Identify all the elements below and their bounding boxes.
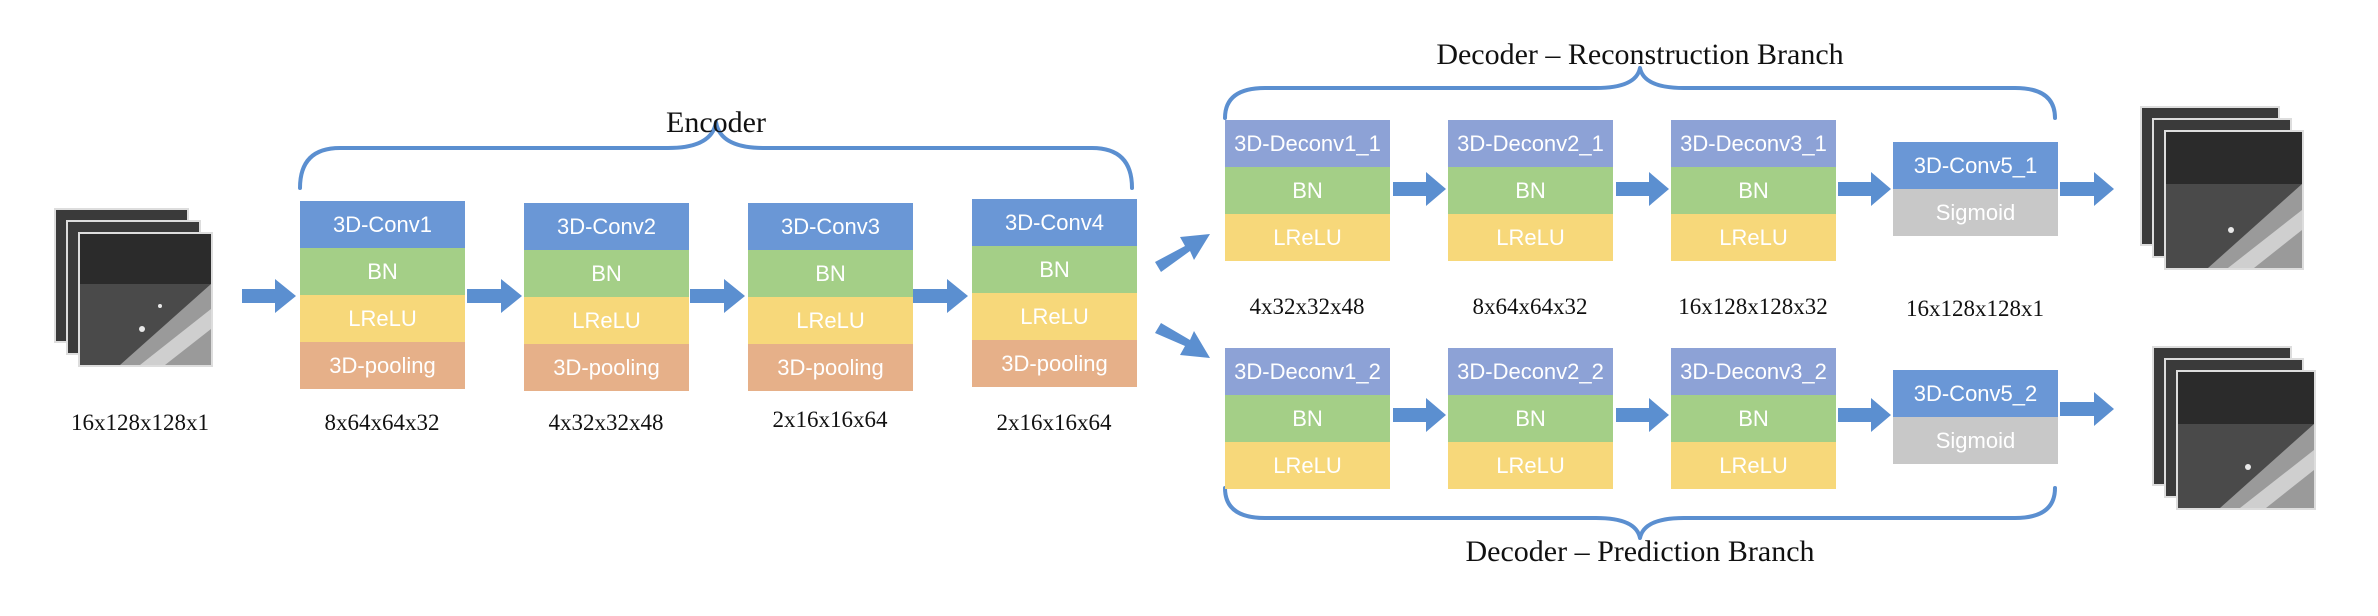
reconstruction-block-2-deconv: 3D-Deconv2_1 bbox=[1448, 120, 1613, 167]
arrow-conv5-2-to-output bbox=[2060, 392, 2114, 426]
prediction-block-1: 3D-Deconv1_2 BN LReLU bbox=[1225, 348, 1390, 489]
encoder-title: Encoder bbox=[666, 106, 766, 139]
reconstruction-block-1: 3D-Deconv1_1 BN LReLU bbox=[1225, 120, 1390, 261]
prediction-block-1-bn: BN bbox=[1225, 395, 1390, 442]
reconstruction-block-2-lrelu: LReLU bbox=[1448, 214, 1613, 261]
input-scene-image bbox=[80, 234, 211, 365]
prediction-block-2: 3D-Deconv2_2 BN LReLU bbox=[1448, 348, 1613, 489]
reconstruction-block-3-lrelu: LReLU bbox=[1671, 214, 1836, 261]
arrow-deconv1-2-to-deconv2-2 bbox=[1393, 398, 1446, 432]
encoder-brace bbox=[298, 120, 1134, 190]
reconstruction-block-2-bn: BN bbox=[1448, 167, 1613, 214]
reconstruction-scene-image bbox=[2166, 132, 2302, 268]
prediction-brace bbox=[1223, 486, 2057, 540]
encoder-block-1-lrelu: LReLU bbox=[300, 295, 465, 342]
prediction-title: Decoder – Prediction Branch bbox=[1465, 535, 1815, 568]
input-frame-front bbox=[78, 232, 213, 367]
encoder-block-1-conv: 3D-Conv1 bbox=[300, 201, 465, 248]
encoder-block-4: 3D-Conv4 BN LReLU 3D-pooling bbox=[972, 199, 1137, 387]
encoder-block-3-bn: BN bbox=[748, 250, 913, 297]
prediction-output-stack bbox=[2152, 346, 2327, 521]
arrow-conv3-to-conv4 bbox=[913, 279, 968, 313]
reconstruction-block-3-bn: BN bbox=[1671, 167, 1836, 214]
prediction-block-3-lrelu: LReLU bbox=[1671, 442, 1836, 489]
reconstruction-block-4-dims: 16x128x128x1 bbox=[1906, 296, 2044, 321]
encoder-block-3-pooling: 3D-pooling bbox=[748, 344, 913, 391]
reconstruction-block-3: 3D-Deconv3_1 BN LReLU bbox=[1671, 120, 1836, 261]
arrow-input-to-conv1 bbox=[242, 279, 296, 313]
arrow-split-to-prediction bbox=[1155, 323, 1210, 358]
encoder-block-1: 3D-Conv1 BN LReLU 3D-pooling bbox=[300, 201, 465, 389]
arrow-deconv3-2-to-conv5-2 bbox=[1838, 398, 1891, 432]
encoder-block-3: 3D-Conv3 BN LReLU 3D-pooling bbox=[748, 203, 913, 391]
encoder-block-2: 3D-Conv2 BN LReLU 3D-pooling bbox=[524, 203, 689, 391]
reconstruction-block-3-deconv: 3D-Deconv3_1 bbox=[1671, 120, 1836, 167]
reconstruction-title: Decoder – Reconstruction Branch bbox=[1436, 38, 1844, 71]
prediction-block-2-bn: BN bbox=[1448, 395, 1613, 442]
reconstruction-output-front bbox=[2164, 130, 2304, 270]
encoder-block-3-conv: 3D-Conv3 bbox=[748, 203, 913, 250]
encoder-block-4-dims: 2x16x16x64 bbox=[996, 410, 1112, 435]
arrow-conv5-1-to-output bbox=[2060, 172, 2114, 206]
encoder-block-4-pooling: 3D-pooling bbox=[972, 340, 1137, 387]
prediction-block-4: 3D-Conv5_2 Sigmoid bbox=[1893, 370, 2058, 464]
arrow-conv1-to-conv2 bbox=[467, 279, 522, 313]
prediction-block-2-deconv: 3D-Deconv2_2 bbox=[1448, 348, 1613, 395]
encoder-block-4-bn: BN bbox=[972, 246, 1137, 293]
prediction-scene-image bbox=[2178, 372, 2314, 508]
encoder-block-3-dims: 2x16x16x64 bbox=[772, 407, 888, 432]
encoder-block-1-pooling: 3D-pooling bbox=[300, 342, 465, 389]
reconstruction-block-1-lrelu: LReLU bbox=[1225, 214, 1390, 261]
arrow-deconv2-2-to-deconv3-2 bbox=[1616, 398, 1669, 432]
reconstruction-block-2-dims: 8x64x64x32 bbox=[1472, 294, 1588, 319]
arrow-deconv3-1-to-conv5-1 bbox=[1838, 172, 1891, 206]
reconstruction-output-stack bbox=[2140, 106, 2315, 281]
arrow-deconv2-1-to-deconv3-1 bbox=[1616, 172, 1669, 206]
encoder-block-2-bn: BN bbox=[524, 250, 689, 297]
prediction-block-1-deconv: 3D-Deconv1_2 bbox=[1225, 348, 1390, 395]
prediction-block-3-bn: BN bbox=[1671, 395, 1836, 442]
encoder-block-2-lrelu: LReLU bbox=[524, 297, 689, 344]
input-dims: 16x128x128x1 bbox=[71, 410, 209, 435]
encoder-block-3-lrelu: LReLU bbox=[748, 297, 913, 344]
reconstruction-brace bbox=[1223, 66, 2057, 120]
arrow-deconv1-1-to-deconv2-1 bbox=[1393, 172, 1446, 206]
reconstruction-block-4-conv: 3D-Conv5_1 bbox=[1893, 142, 2058, 189]
reconstruction-block-1-bn: BN bbox=[1225, 167, 1390, 214]
prediction-block-4-sigmoid: Sigmoid bbox=[1893, 417, 2058, 464]
reconstruction-block-4-sigmoid: Sigmoid bbox=[1893, 189, 2058, 236]
encoder-block-2-dims: 4x32x32x48 bbox=[548, 410, 664, 435]
encoder-block-1-bn: BN bbox=[300, 248, 465, 295]
prediction-block-3: 3D-Deconv3_2 BN LReLU bbox=[1671, 348, 1836, 489]
reconstruction-block-1-deconv: 3D-Deconv1_1 bbox=[1225, 120, 1390, 167]
prediction-block-2-lrelu: LReLU bbox=[1448, 442, 1613, 489]
input-frame-stack bbox=[54, 208, 224, 378]
encoder-block-4-lrelu: LReLU bbox=[972, 293, 1137, 340]
reconstruction-block-3-dims: 16x128x128x32 bbox=[1678, 294, 1828, 319]
arrow-split-to-reconstruction bbox=[1155, 234, 1210, 272]
prediction-block-1-lrelu: LReLU bbox=[1225, 442, 1390, 489]
reconstruction-block-2: 3D-Deconv2_1 BN LReLU bbox=[1448, 120, 1613, 261]
prediction-block-3-deconv: 3D-Deconv3_2 bbox=[1671, 348, 1836, 395]
encoder-block-2-pooling: 3D-pooling bbox=[524, 344, 689, 391]
prediction-block-4-conv: 3D-Conv5_2 bbox=[1893, 370, 2058, 417]
encoder-block-2-conv: 3D-Conv2 bbox=[524, 203, 689, 250]
encoder-block-4-conv: 3D-Conv4 bbox=[972, 199, 1137, 246]
reconstruction-block-4: 3D-Conv5_1 Sigmoid bbox=[1893, 142, 2058, 236]
prediction-output-front bbox=[2176, 370, 2316, 510]
arrow-conv2-to-conv3 bbox=[690, 279, 745, 313]
encoder-block-1-dims: 8x64x64x32 bbox=[324, 410, 440, 435]
reconstruction-block-1-dims: 4x32x32x48 bbox=[1249, 294, 1365, 319]
